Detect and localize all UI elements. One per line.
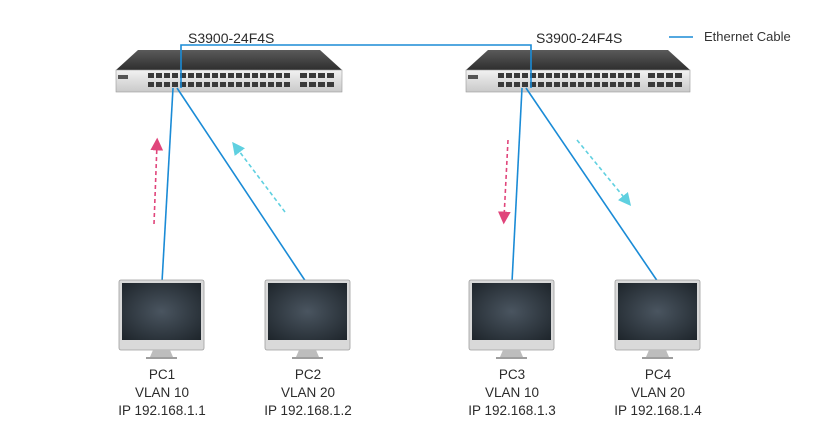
pc3-ip: IP 192.168.1.3: [468, 403, 556, 418]
pc4-name: PC4: [644, 367, 672, 382]
cable-pc1: [161, 87, 174, 283]
monitor-pc1: [118, 279, 205, 359]
monitor-pc4: [614, 279, 701, 359]
pc1-ip: IP 192.168.1.1: [118, 403, 206, 418]
pc2-name: PC2: [294, 367, 322, 382]
pc3-vlan: VLAN 10: [484, 385, 540, 400]
arrow-pc2-up: [232, 141, 286, 213]
arrow-pc1-up: [150, 137, 164, 225]
arrow-pc4-down: [576, 139, 632, 206]
pc4-ip: IP 192.168.1.4: [614, 403, 702, 418]
pc1-name: PC1: [148, 367, 176, 382]
pc2-vlan: VLAN 20: [280, 385, 336, 400]
pc2-ip: IP 192.168.1.2: [264, 403, 352, 418]
pc3-name: PC3: [498, 367, 526, 382]
pc4-vlan: VLAN 20: [630, 385, 686, 400]
pc1-label: PC1 VLAN 10 IP 192.168.1.1: [92, 366, 232, 420]
switch-1-title: S3900-24F4S: [188, 30, 275, 46]
arrow-pc3-down: [497, 139, 511, 225]
monitor-pc2: [264, 279, 351, 359]
legend-label: Ethernet Cable: [704, 29, 791, 44]
pc3-label: PC3 VLAN 10 IP 192.168.1.3: [442, 366, 582, 420]
cable-pc2: [176, 87, 307, 283]
switch-2-title: S3900-24F4S: [536, 30, 623, 46]
switch-2: [465, 50, 691, 93]
cable-pc4: [525, 87, 659, 283]
pc4-label: PC4 VLAN 20 IP 192.168.1.4: [588, 366, 728, 420]
monitor-pc3: [468, 279, 555, 359]
switch-1: [115, 50, 343, 93]
pc1-vlan: VLAN 10: [134, 385, 190, 400]
trunk-cable: [180, 44, 532, 88]
pc2-label: PC2 VLAN 20 IP 192.168.1.2: [238, 366, 378, 420]
cable-pc3: [511, 87, 523, 283]
